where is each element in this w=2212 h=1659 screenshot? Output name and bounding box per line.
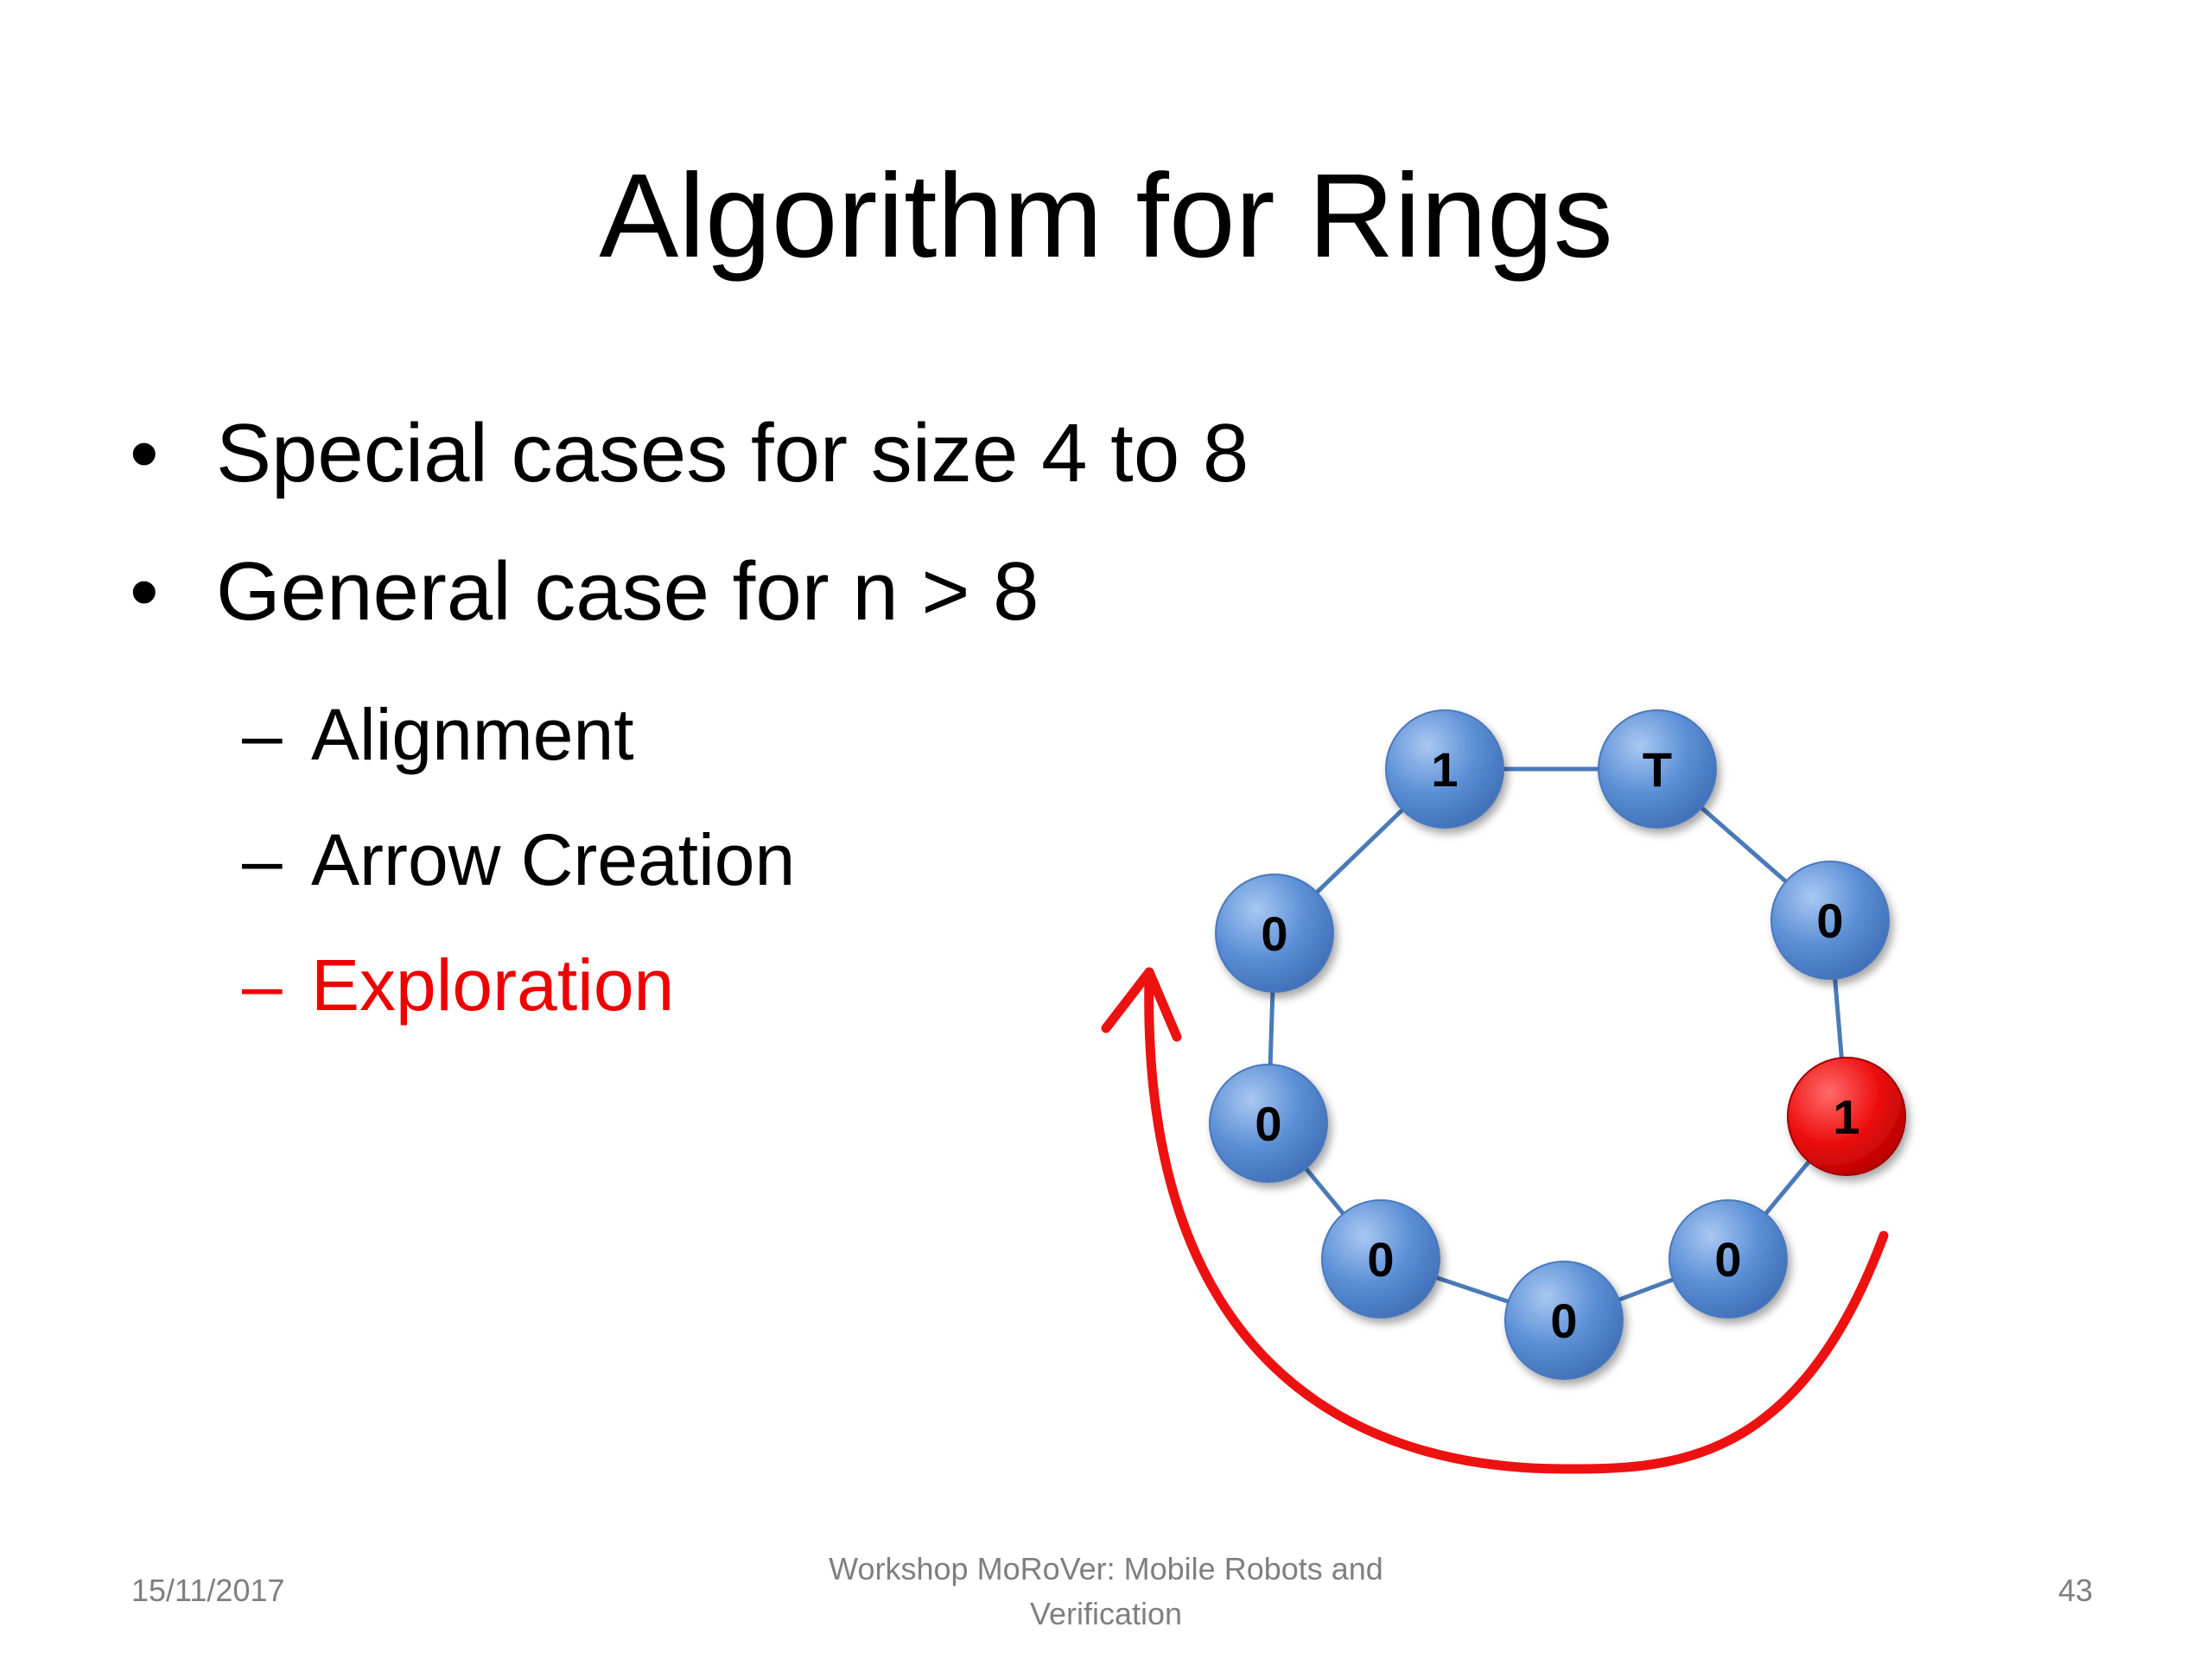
ring-node-circle xyxy=(1504,1261,1624,1380)
ring-node-label: 1 xyxy=(1431,742,1458,797)
slide-title: Algorithm for Rings xyxy=(599,149,1613,283)
ring-node-label: T xyxy=(1643,742,1672,797)
ring-node-label: 0 xyxy=(1261,906,1287,961)
ring-node-label: 0 xyxy=(1714,1232,1741,1287)
footer-event: Workshop MoRoVer: Mobile Robots and Veri… xyxy=(760,1547,1452,1637)
ring-node-label: 0 xyxy=(1255,1096,1281,1151)
ring-node-circle xyxy=(1787,1057,1906,1176)
sub-bullet-dash: – xyxy=(242,944,283,1026)
ring-node-circle xyxy=(1669,1199,1788,1319)
exploration-arrow xyxy=(1101,967,1889,1474)
bullet-dot: • xyxy=(130,407,159,499)
ring-node: 0 xyxy=(1504,1261,1624,1380)
arrow-curve xyxy=(1144,971,1889,1474)
ring-nodes: 1 T 0 1 0 0 0 0 0 xyxy=(1209,709,1906,1380)
bullet-text: General case for n > 8 xyxy=(216,545,1039,638)
footer-event-line1: Workshop MoRoVer: Mobile Robots and xyxy=(829,1551,1383,1586)
sub-bullet-text: Arrow Creation xyxy=(311,819,796,900)
ring-node: 0 xyxy=(1770,861,1890,980)
ring-node-circle xyxy=(1209,1064,1328,1183)
ring-node-label: 1 xyxy=(1833,1090,1859,1144)
ring-node-active: 1 xyxy=(1787,1057,1906,1176)
ring-node-circle xyxy=(1770,861,1890,980)
arrow-head xyxy=(1101,967,1182,1042)
ring-node-circle xyxy=(1215,874,1334,993)
footer-event-line2: Verification xyxy=(1029,1596,1183,1631)
ring-node: 0 xyxy=(1209,1064,1328,1183)
ring-node-circle xyxy=(1321,1199,1440,1319)
sub-bullet-dash: – xyxy=(242,819,283,900)
sub-bullet-text: Exploration xyxy=(311,944,675,1026)
ring-node-circle xyxy=(1598,709,1717,829)
ring-node: 0 xyxy=(1321,1199,1440,1319)
ring-node: T xyxy=(1598,709,1717,829)
ring-node-label: 0 xyxy=(1550,1294,1577,1348)
ring-node: 0 xyxy=(1215,874,1334,993)
footer-date: 15/11/2017 xyxy=(131,1573,285,1608)
sub-bullet-text: Alignment xyxy=(311,694,634,775)
bullet-dot: • xyxy=(130,545,159,638)
ring-node: 0 xyxy=(1669,1199,1788,1319)
ring-node-label: 0 xyxy=(1367,1232,1394,1287)
ring-node-label: 0 xyxy=(1816,893,1843,948)
ring-node-circle xyxy=(1385,709,1504,829)
ring-node: 1 xyxy=(1385,709,1504,829)
sub-bullet-dash: – xyxy=(242,694,283,775)
footer-page-number: 43 xyxy=(2057,1573,2093,1608)
bullet-text: Special cases for size 4 to 8 xyxy=(216,407,1249,499)
